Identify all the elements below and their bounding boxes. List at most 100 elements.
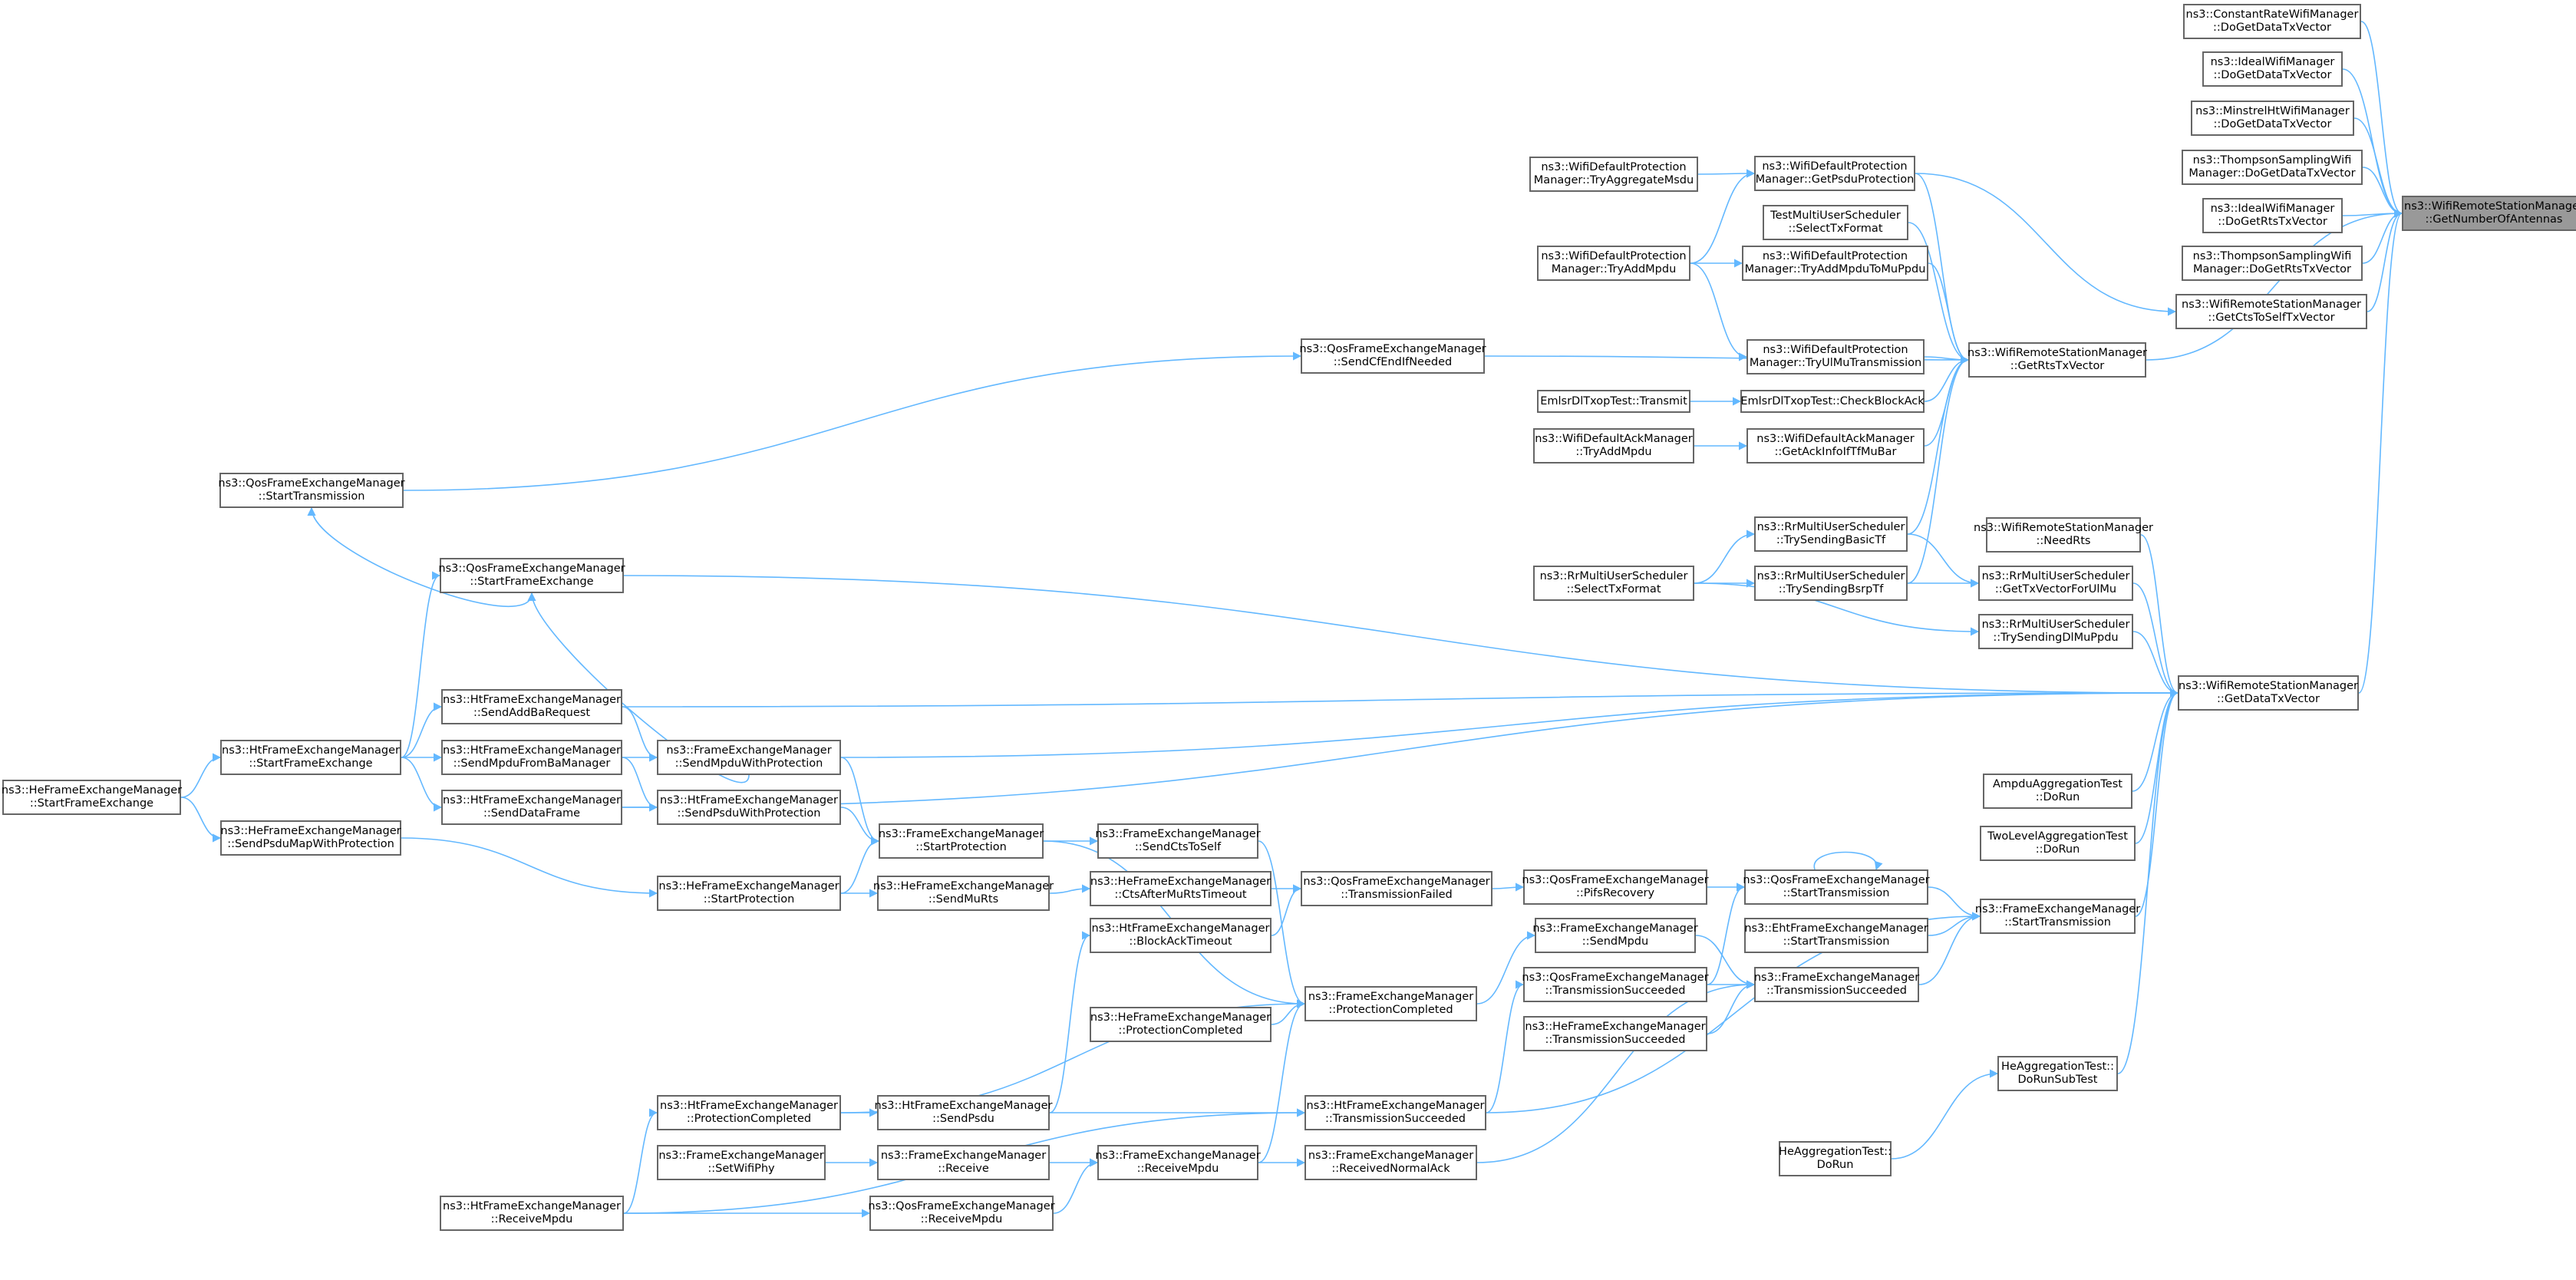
graph-node-qfem-pifsrecovery[interactable]: ns3::QosFrameExchangeManager::PifsRecove… [1522,869,1709,905]
graph-node-rr-trybasictf[interactable]: ns3::RrMultiUserScheduler::TrySendingBas… [1754,516,1908,552]
call-edge-hefem-startprot-to-fem-startprot [840,836,880,894]
graph-node-label-line: ns3::HtFrameExchangeManager [660,1100,838,1112]
graph-node-htfem-receivempdu[interactable]: ns3::HtFrameExchangeManager::ReceiveMpdu [440,1196,624,1231]
graph-node-fem-receive[interactable]: ns3::FrameExchangeManager::Receive [877,1145,1050,1180]
graph-node-fem-sendctstoself[interactable]: ns3::FrameExchangeManager::SendCtsToSelf [1095,823,1261,859]
graph-node-qfem-receivempdu[interactable]: ns3::QosFrameExchangeManager::ReceiveMpd… [868,1196,1055,1231]
graph-node-fem-startprot[interactable]: ns3::FrameExchangeManager::StartProtecti… [879,823,1044,859]
graph-node-label-line: Manager::TryAddMpduToMuPpdu [1744,263,1926,275]
graph-node-htfem-txsucceeded[interactable]: ns3::HtFrameExchangeManager::Transmissio… [1304,1095,1486,1130]
graph-node-ideal-dogetrts[interactable]: ns3::IdealWifiManager::DoGetRtsTxVector [2202,198,2343,233]
call-edge-hefem-sendmurts-to-hefem-ctsaftermurts [1049,884,1091,894]
graph-node-testmu-select[interactable]: TestMultiUserScheduler::SelectTxFormat [1763,205,1908,240]
graph-node-ehtfem-starttx[interactable]: ns3::EhtFrameExchangeManager::StartTrans… [1744,918,1928,953]
graph-node-htfem-sendaddba[interactable]: ns3::HtFrameExchangeManager::SendAddBaRe… [441,689,622,724]
graph-node-hefem-sendpsdumap[interactable]: ns3::HeFrameExchangeManager::SendPsduMap… [220,820,401,856]
graph-node-emlsr-checkblockack[interactable]: EmlsrDlTxopTest::CheckBlockAck [1740,390,1925,413]
graph-node-wrsm-getdata[interactable]: ns3::WifiRemoteStationManager::GetDataTx… [2178,675,2359,711]
graph-node-fem-sendmpdu[interactable]: ns3::FrameExchangeManager::SendMpdu [1532,918,1698,953]
graph-node-label-line: Manager::TryAddMpdu [1551,263,1677,275]
graph-node-label-line: ::TrySendingDlMuPpdu [1993,632,2119,644]
call-edge-htfem-startfe-to-qfem-startfe [401,571,441,758]
graph-node-fem-sendmpduwithprot[interactable]: ns3::FrameExchangeManager::SendMpduWithP… [657,740,841,775]
graph-node-label-line: ns3::FrameExchangeManager [666,744,832,757]
graph-node-fem-setwifiphy[interactable]: ns3::FrameExchangeManager::SetWifiPhy [657,1145,826,1180]
graph-node-fem-receivempdu[interactable]: ns3::FrameExchangeManager::ReceiveMpdu [1095,1145,1261,1180]
graph-node-label-line: ns3::IdealWifiManager [2210,203,2335,215]
graph-node-hefem-startfe[interactable]: ns3::HeFrameExchangeManager::StartFrameE… [1,780,183,815]
graph-node-fem-receivednormalack[interactable]: ns3::FrameExchangeManager::ReceivedNorma… [1304,1145,1477,1180]
graph-node-qfem-starttx-right[interactable]: ns3::QosFrameExchangeManager::StartTrans… [1743,869,1930,905]
call-edge-wdp-getpsdu-to-wrsm-getctstoself [1915,173,2177,316]
graph-node-qfem-startfe[interactable]: ns3::QosFrameExchangeManager::StartFrame… [438,558,625,593]
graph-node-label-line: ns3::HtFrameExchangeManager [443,794,621,807]
graph-node-label-line: ns3::FrameExchangeManager [1532,922,1698,935]
graph-node-htfem-sendmpdufromba[interactable]: ns3::HtFrameExchangeManager::SendMpduFro… [441,740,622,775]
graph-node-label-line: ns3::HeFrameExchangeManager [1,784,183,797]
graph-node-hefem-sendmurts[interactable]: ns3::HeFrameExchangeManager::SendMuRts [873,876,1054,911]
graph-node-hefem-startprot[interactable]: ns3::HeFrameExchangeManager::StartProtec… [657,876,841,911]
call-edge-fem-sendctstoself-to-fem-protcompleted [1258,840,1306,1008]
graph-node-ideal-dogetdata[interactable]: ns3::IdealWifiManager::DoGetDataTxVector [2202,51,2343,87]
graph-node-label-line: ::DoGetDataTxVector [2213,118,2332,130]
graph-node-label-line: ::TransmissionSucceeded [1545,985,1686,997]
graph-node-htfem-blockacktimeout[interactable]: ns3::HtFrameExchangeManager::BlockAckTim… [1090,918,1272,953]
call-edge-heagg-dorun-to-heagg-dorunsub [1891,1069,1999,1160]
graph-node-wdam-getackinfo[interactable]: ns3::WifiDefaultAckManager::GetAckInfoIf… [1746,428,1925,464]
graph-node-hefem-txsucceeded[interactable]: ns3::HeFrameExchangeManager::Transmissio… [1523,1016,1707,1051]
graph-node-rr-gettxvectorul[interactable]: ns3::RrMultiUserScheduler::GetTxVectorFo… [1978,566,2133,601]
graph-node-label-line: ::GetDataTxVector [2217,693,2320,705]
graph-node-label-line: ns3::RrMultiUserScheduler [1981,570,2130,582]
call-edge-rr-selecttx-to-rr-trybasictf [1694,529,1756,584]
graph-node-label-line: ns3::FrameExchangeManager [1308,991,1474,1003]
call-edge-qfem-startfe-to-qfem-starttx-left [307,506,533,608]
graph-node-htfem-sendpsduwithprot[interactable]: ns3::HtFrameExchangeManager::SendPsduWit… [657,790,841,825]
call-edge-wrsm-needrts-to-wrsm-getdata [2140,534,2179,698]
graph-node-label-line: ::ProtectionCompleted [686,1113,812,1125]
graph-node-twolevel-dorun[interactable]: TwoLevelAggregationTest::DoRun [1980,826,2136,861]
graph-node-root[interactable]: ns3::WifiRemoteStationManager::GetNumber… [2402,196,2576,231]
graph-node-rr-trydlmuppdu[interactable]: ns3::RrMultiUserScheduler::TrySendingDlM… [1978,614,2133,649]
graph-node-htfem-protcompleted[interactable]: ns3::HtFrameExchangeManager::ProtectionC… [657,1095,841,1130]
graph-node-rr-selecttx[interactable]: ns3::RrMultiUserScheduler::SelectTxForma… [1533,566,1694,601]
graph-node-htfem-startfe[interactable]: ns3::HtFrameExchangeManager::StartFrameE… [220,740,401,775]
graph-node-qfem-txsucceeded[interactable]: ns3::QosFrameExchangeManager::Transmissi… [1522,967,1709,1002]
graph-node-hefem-ctsaftermurts[interactable]: ns3::HeFrameExchangeManager::CtsAfterMuR… [1090,871,1272,906]
graph-node-label-line: ns3::HeFrameExchangeManager [1525,1021,1706,1033]
graph-node-label-line: ns3::EhtFrameExchangeManager [1744,922,1928,935]
graph-node-label-line: AmpduAggregationTest [1993,778,2122,790]
call-edge-qfem-startfe-to-wrsm-getdata [623,575,2179,698]
graph-node-heagg-dorunsub[interactable]: HeAggregationTest::DoRunSubTest [1997,1056,2118,1091]
graph-node-heagg-dorun[interactable]: HeAggregationTest::DoRun [1779,1141,1892,1176]
graph-node-hefem-protcompleted[interactable]: ns3::HeFrameExchangeManager::ProtectionC… [1090,1007,1272,1042]
graph-node-wrsm-needrts[interactable]: ns3::WifiRemoteStationManager::NeedRts [1974,517,2153,553]
graph-node-qfem-sendcfend[interactable]: ns3::QosFrameExchangeManager::SendCfEndI… [1299,338,1486,374]
graph-node-label-line: ns3::RrMultiUserScheduler [1539,570,1688,582]
graph-node-htfem-sendpsdu[interactable]: ns3::HtFrameExchangeManager::SendPsdu [875,1095,1052,1130]
graph-node-label-line: ns3::FrameExchangeManager [1095,828,1261,840]
graph-node-label-line: ::SendMpduFromBaManager [453,757,611,770]
graph-node-qfem-txfailed[interactable]: ns3::QosFrameExchangeManager::Transmissi… [1301,871,1492,906]
graph-node-minstrel-dogetdata[interactable]: ns3::MinstrelHtWifiManager::DoGetDataTxV… [2191,101,2354,136]
graph-node-crw-dogetdata[interactable]: ns3::ConstantRateWifiManager::DoGetDataT… [2183,4,2361,39]
graph-node-rr-trybsrptf[interactable]: ns3::RrMultiUserScheduler::TrySendingBsr… [1754,566,1908,601]
graph-node-fem-protcompleted[interactable]: ns3::FrameExchangeManager::ProtectionCom… [1304,986,1477,1021]
graph-node-qfem-starttx-left[interactable]: ns3::QosFrameExchangeManager::StartTrans… [218,473,405,508]
graph-node-label-line: ns3::QosFrameExchangeManager [1299,343,1486,355]
graph-node-fem-txsucceeded[interactable]: ns3::FrameExchangeManager::TransmissionS… [1754,967,1919,1002]
graph-node-wdam-tryaddmpdu[interactable]: ns3::WifiDefaultAckManager::TryAddMpdu [1533,428,1694,464]
graph-node-emlsr-transmit[interactable]: EmlsrDlTxopTest::Transmit [1537,390,1690,413]
graph-node-fem-starttx[interactable]: ns3::FrameExchangeManager::StartTransmis… [1975,899,2140,934]
graph-node-wrsm-getrts[interactable]: ns3::WifiRemoteStationManager::GetRtsTxV… [1967,342,2147,378]
graph-node-htfem-senddata[interactable]: ns3::HtFrameExchangeManager::SendDataFra… [441,790,622,825]
graph-node-wrsm-getctstoself[interactable]: ns3::WifiRemoteStationManager::GetCtsToS… [2175,294,2367,329]
graph-node-ampdu-dorun[interactable]: AmpduAggregationTest::DoRun [1983,774,2132,809]
